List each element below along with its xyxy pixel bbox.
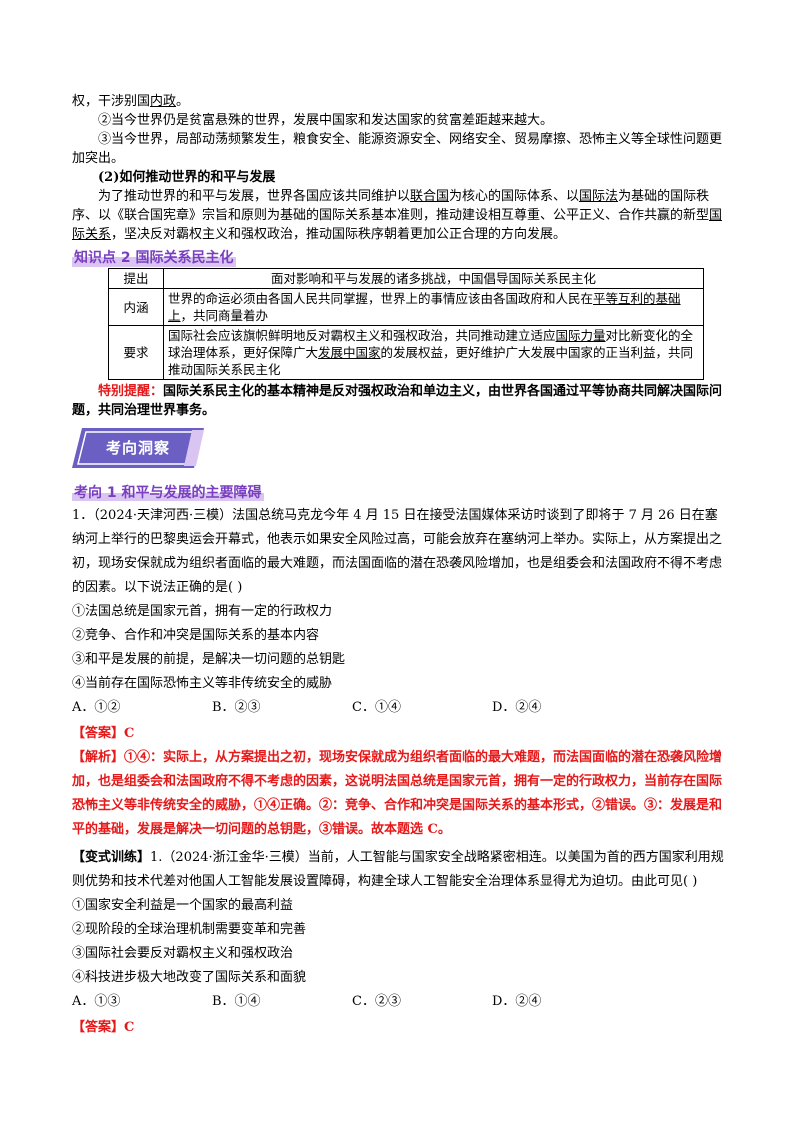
- statement: ②竞争、合作和冲突是国际关系的基本内容: [72, 628, 320, 643]
- text: 为核心的国际体系、以: [449, 189, 580, 204]
- statement: ③国际社会要反对霸权主义和强权政治: [72, 946, 294, 961]
- option: B．①④: [212, 994, 261, 1009]
- table-row: 要求 国际社会应该旗帜鲜明地反对霸权主义和强权政治，共同推动建立适应国际力量对比…: [108, 325, 704, 380]
- tip-label: 特别提醒：: [98, 384, 164, 399]
- text: 为了推动世界的和平与发展，世界各国应该共同维护以: [98, 189, 411, 204]
- answer: 【答案】C: [72, 726, 135, 741]
- document-page: 权，干涉别国内政。 ②当今世界仍是贫富悬殊的世界，发展中国家和发达国家的贫富差距…: [72, 92, 730, 1040]
- text-line: ②当今世界仍是贫富悬殊的世界，发展中国家和发达国家的贫富差距越来越大。: [98, 113, 554, 128]
- text-line: ③当今世界，局部动荡频繁发生，粮食安全、能源资源安全、网络安全、贸易摩擦、恐怖主…: [72, 132, 723, 166]
- underlined-term: 平等互利的基础上: [168, 291, 681, 323]
- section-banner: 考向洞察: [72, 428, 204, 468]
- heading-text: 知识点 2 国际关系民主化: [72, 247, 236, 267]
- table-cell: 面对影响和平与发展的诸多挑战，中国倡导国际关系民主化: [163, 268, 704, 289]
- sub-heading: (2)如何推动世界的和平与发展: [98, 170, 276, 185]
- option: A．①③: [72, 994, 121, 1009]
- text: 对比新变化的全球治理体系，更好保障广大: [168, 328, 694, 360]
- variant-question: 【变式训练】1.（2024·浙江金华·三模）当前，人工智能与国家安全战略紧密相连…: [72, 846, 730, 894]
- heading-text: 考向 1 和平与发展的主要障碍: [72, 485, 264, 501]
- knowledge-point-heading: 知识点 2 国际关系民主化: [72, 246, 730, 268]
- question-text: 1．（2024·天津河西·三模）法国总统马克龙今年 4 月 15 日在接受法国媒…: [72, 508, 723, 595]
- text-line: 权，干涉别国内政。: [72, 92, 730, 111]
- table-cell-label: 提出: [108, 268, 164, 289]
- answer-options: A．①③ B．①④ C．②③ D．②④: [72, 990, 730, 1014]
- text: ，坚决反对霸权主义和强权政治，推动国际秩序朝着更加公正合理的方向发展。: [111, 227, 567, 242]
- underlined-term: 国际关系: [72, 208, 723, 242]
- option: C．①④: [352, 700, 401, 715]
- table-cell-label: 内涵: [108, 288, 164, 326]
- text: 世界的命运必须由各国人民共同掌握，世界上的事情应该由各国政府和人民在: [168, 291, 594, 306]
- table-cell: 国际社会应该旗帜鲜明地反对霸权主义和强权政治，共同推动建立适应国际力量对比新变化…: [163, 325, 704, 380]
- analysis: 【解析】①④：实际上，从方案提出之初，现场安保就成为组织者面临的最大难题，而法国…: [72, 750, 723, 837]
- paragraph: 为了推动世界的和平与发展，世界各国应该共同维护以联合国为核心的国际体系、以国际法…: [72, 187, 730, 244]
- underlined-term: 联合国: [410, 189, 450, 204]
- statement: ④当前存在国际恐怖主义等非传统安全的威胁: [72, 676, 333, 691]
- option: D．②④: [492, 700, 542, 715]
- table-cell: 世界的命运必须由各国人民共同掌握，世界上的事情应该由各国政府和人民在平等互利的基…: [163, 288, 704, 326]
- option: A．①②: [72, 700, 121, 715]
- answer: 【答案】C: [72, 1020, 135, 1035]
- option: B．②③: [212, 700, 261, 715]
- text: 国际社会应该旗帜鲜明地反对霸权主义和强权政治，共同推动建立适应: [168, 328, 556, 343]
- text: 的发展权益，更好维护广大发展中国家的正当利益，共同推动国际关系民主化: [168, 345, 694, 377]
- text: 为基础的国际秩序、以《联合国宪章》宗旨和原则为基础的国际关系基本准则，推动建设相…: [72, 189, 710, 223]
- statement: ①法国总统是国家元首，拥有一定的行政权力: [72, 604, 333, 619]
- option: D．②④: [492, 994, 542, 1009]
- text: 。: [176, 94, 190, 109]
- underlined-term: 国际力量: [555, 328, 606, 343]
- banner-title: 考向洞察: [105, 439, 170, 457]
- variant-label: 【变式训练】: [72, 850, 151, 865]
- tip-paragraph: 特别提醒：国际关系民主化的基本精神是反对强权政治和单边主义，由世界各国通过平等协…: [72, 382, 730, 420]
- answer-options: A．①② B．②③ C．①④ D．②④: [72, 696, 730, 720]
- underlined-term: 国际法: [579, 189, 619, 204]
- underlined-term: 发展中国家: [318, 345, 381, 360]
- table-row: 提出 面对影响和平与发展的诸多挑战，中国倡导国际关系民主化: [108, 268, 704, 289]
- statement: ③和平是发展的前提，是解决一切问题的总钥匙: [72, 652, 346, 667]
- statement: ②现阶段的全球治理机制需要变革和完善: [72, 922, 307, 937]
- text: 1.（2024·浙江金华·三模）当前，人工智能与国家安全战略紧密相连。以美国为首…: [72, 850, 724, 889]
- knowledge-table: 提出 面对影响和平与发展的诸多挑战，中国倡导国际关系民主化 内涵 世界的命运必须…: [108, 268, 704, 380]
- table-row: 内涵 世界的命运必须由各国人民共同掌握，世界上的事情应该由各国政府和人民在平等互…: [108, 288, 704, 326]
- statement: ①国家安全利益是一个国家的最高利益: [72, 898, 294, 913]
- tip-text: 国际关系民主化的基本精神是反对强权政治和单边主义，由世界各国通过平等协商共同解决…: [72, 384, 723, 418]
- text: 权，干涉别国: [72, 94, 151, 109]
- direction-heading: 考向 1 和平与发展的主要障碍: [72, 482, 730, 504]
- banner-shape-icon: [72, 428, 204, 468]
- statement: ④科技进步极大地改变了国际关系和面貌: [72, 970, 307, 985]
- table-cell-label: 要求: [108, 325, 164, 380]
- underlined-term: 内政: [150, 94, 177, 109]
- text: ，共同商量着办: [180, 308, 269, 323]
- option: C．②③: [352, 994, 401, 1009]
